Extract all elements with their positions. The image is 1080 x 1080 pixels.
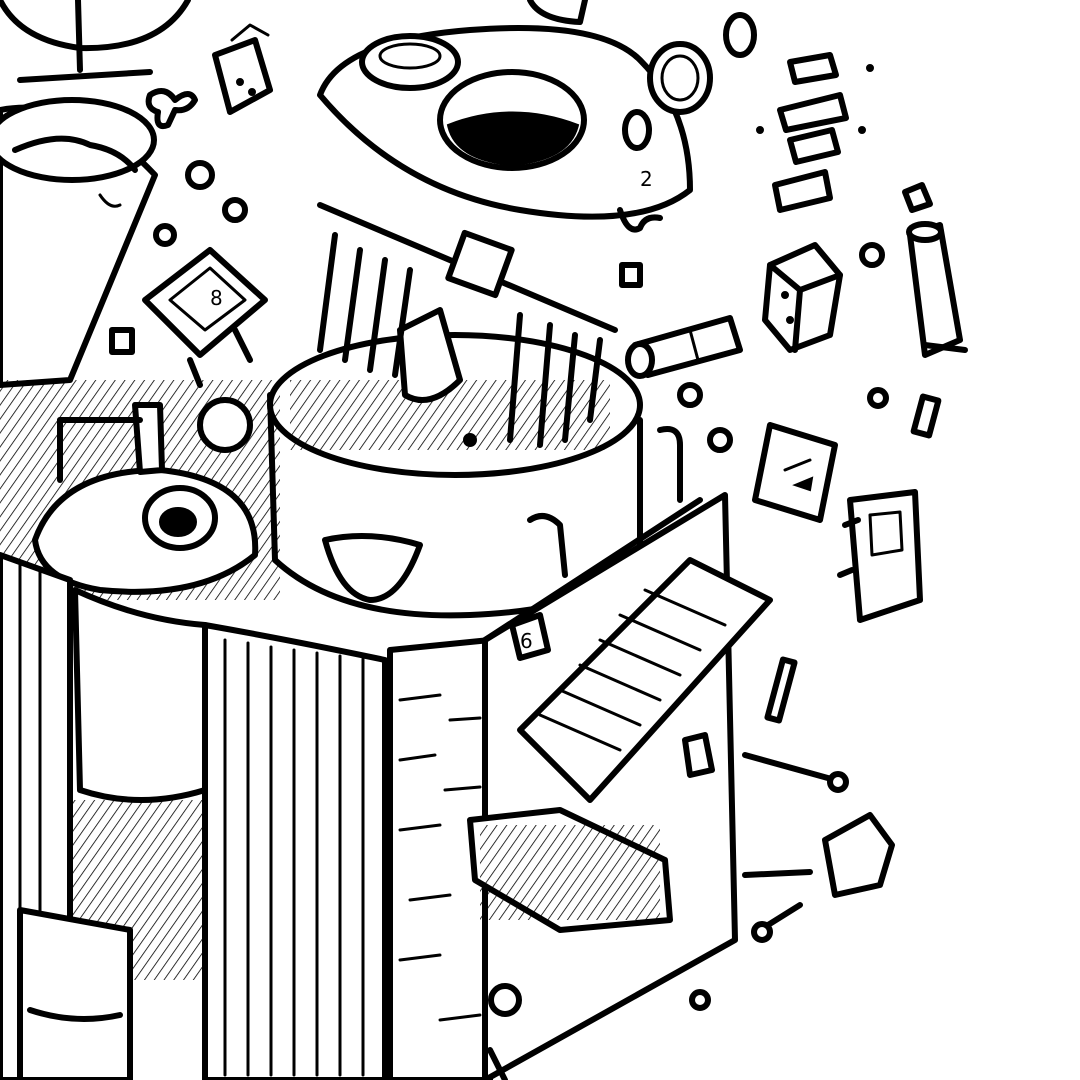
left-panel bbox=[0, 552, 208, 1080]
corrugated-column bbox=[202, 622, 388, 1080]
tall-tube bbox=[906, 221, 968, 358]
float-line bbox=[742, 869, 813, 878]
central-tub bbox=[267, 202, 683, 619]
bead-1 bbox=[185, 160, 215, 190]
top-left-dome bbox=[0, 0, 191, 83]
float-stick bbox=[764, 656, 798, 724]
robot-cube bbox=[762, 242, 843, 353]
monitor-box: 8 bbox=[142, 247, 268, 388]
bead-2 bbox=[222, 197, 248, 223]
coin-piece bbox=[723, 12, 757, 58]
ring-piece bbox=[647, 41, 713, 115]
block-1 bbox=[109, 327, 135, 355]
float-dot-6 bbox=[488, 983, 522, 1017]
staircase-building: 6 bbox=[467, 492, 849, 1080]
bottom-spike bbox=[487, 1047, 508, 1080]
float-dot-5 bbox=[689, 989, 711, 1011]
floating-disc: 2 bbox=[317, 0, 693, 233]
note-card bbox=[752, 422, 838, 523]
fridge-box bbox=[837, 489, 923, 623]
boiler-left bbox=[0, 380, 280, 600]
bone-piece bbox=[145, 88, 198, 130]
tall-tank-left bbox=[0, 97, 158, 388]
float-dot-2 bbox=[707, 427, 733, 453]
battery-roll bbox=[625, 315, 743, 379]
small-jar bbox=[212, 23, 273, 115]
door-number-label: 6 bbox=[520, 629, 533, 653]
block-2 bbox=[619, 262, 643, 288]
monitor-digits: 8 bbox=[210, 286, 223, 310]
tank-number-label: 2 bbox=[640, 167, 653, 191]
debris-cluster bbox=[756, 52, 933, 213]
bead-3 bbox=[153, 223, 177, 247]
float-dot-3 bbox=[859, 242, 885, 268]
float-dot-1 bbox=[677, 382, 703, 408]
float-cube bbox=[822, 812, 895, 898]
float-dot-4 bbox=[867, 387, 889, 409]
brick-wall bbox=[387, 637, 493, 1080]
float-bar bbox=[910, 393, 942, 439]
